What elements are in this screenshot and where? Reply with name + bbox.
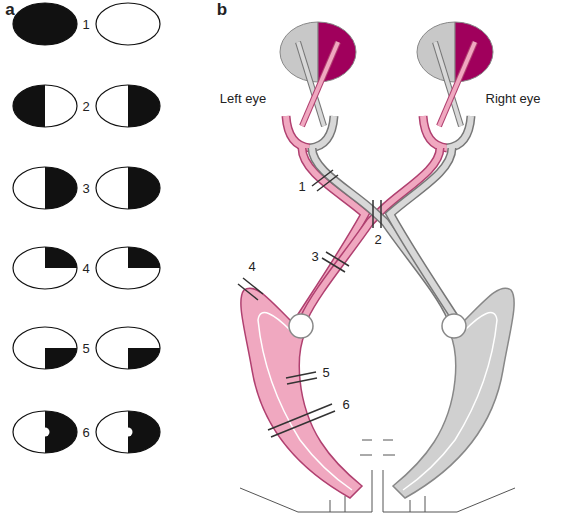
field-defect — [13, 85, 45, 127]
lesion-mark — [322, 252, 349, 272]
callout-number: 4 — [248, 259, 255, 274]
callout-number: 1 — [298, 179, 305, 194]
optic-fiber — [390, 148, 455, 318]
field-outline — [96, 411, 160, 453]
radiation-band — [241, 288, 362, 498]
field-defect — [128, 85, 160, 127]
field-outline — [13, 167, 77, 209]
visual-field — [96, 327, 160, 369]
geniculate-body — [289, 314, 313, 338]
lesion-mark — [312, 170, 338, 191]
field-oval — [13, 3, 77, 45]
retina — [286, 116, 310, 148]
callout-number: 5 — [322, 365, 329, 380]
light-ray — [302, 42, 338, 126]
optic-fiber — [312, 148, 451, 318]
radiation-divider — [258, 313, 352, 490]
field-oval — [96, 3, 160, 45]
optic-fiber — [390, 148, 455, 318]
callout-number: 6 — [82, 425, 89, 440]
macular-sparing — [124, 428, 133, 437]
field-outline — [96, 247, 160, 289]
callout-number: 2 — [374, 232, 381, 247]
visual-field — [96, 85, 160, 127]
callout-number: 5 — [82, 341, 89, 356]
radiation-band — [393, 288, 514, 498]
visual-field — [96, 167, 160, 209]
callout-number: 3 — [82, 181, 89, 196]
field-defect — [128, 167, 160, 209]
field-oval — [96, 411, 160, 453]
macular-sparing — [41, 428, 50, 437]
retina — [423, 116, 447, 148]
light-ray — [302, 42, 338, 126]
field-outline — [96, 3, 160, 45]
lesion-mark — [268, 404, 335, 437]
callout-number: 3 — [311, 249, 318, 264]
panel-letter: a — [5, 0, 14, 20]
radiation-divider — [403, 313, 497, 490]
field-oval — [13, 167, 77, 209]
callout-number: 6 — [342, 397, 349, 412]
field-oval — [13, 85, 77, 127]
field-defect — [45, 167, 77, 209]
eye-label: Left eye — [220, 91, 266, 106]
lesion-marks — [238, 170, 381, 437]
field-oval — [13, 247, 77, 289]
geniculate-body — [442, 314, 466, 338]
field-outline — [13, 411, 77, 453]
field-outline — [96, 85, 160, 127]
field-oval — [96, 247, 160, 289]
retina — [310, 116, 334, 148]
field-oval — [13, 327, 77, 369]
callout-number: 2 — [82, 99, 89, 114]
lesion-mark — [238, 278, 263, 300]
field-oval — [96, 167, 160, 209]
field-defect — [13, 3, 77, 45]
visual-field-panel — [13, 3, 160, 453]
cortex-sulcus — [330, 440, 425, 512]
field-outline — [13, 327, 77, 369]
light-ray — [439, 42, 475, 126]
field-oval — [96, 327, 160, 369]
visual-field — [13, 327, 77, 369]
retina — [447, 116, 471, 148]
eye-label: Right eye — [486, 91, 541, 106]
panel-letter: b — [217, 0, 227, 20]
visual-field — [13, 167, 77, 209]
field-outline — [96, 327, 160, 369]
field-defect — [45, 411, 77, 453]
lesion-mark — [286, 372, 317, 384]
cortex-outline — [240, 470, 515, 512]
field-outline — [13, 85, 77, 127]
field-oval — [13, 411, 77, 453]
field-defect — [128, 411, 160, 453]
field-oval — [96, 85, 160, 127]
optic-radiation — [241, 288, 362, 498]
light-ray — [439, 42, 475, 126]
callout-number: 4 — [82, 261, 89, 276]
visual-field — [13, 85, 77, 127]
visual-field — [13, 411, 77, 453]
field-outline — [13, 247, 77, 289]
retina — [286, 116, 310, 148]
visual-field — [96, 3, 160, 45]
field-outline — [96, 167, 160, 209]
field-outline — [13, 3, 77, 45]
retina — [310, 116, 334, 148]
visual-field — [96, 247, 160, 289]
optic-fiber — [312, 148, 451, 318]
lesion-mark — [373, 200, 381, 228]
callout-number: 1 — [82, 17, 89, 32]
retina — [423, 116, 447, 148]
retina — [447, 116, 471, 148]
visual-field — [96, 411, 160, 453]
optic-radiation — [393, 288, 514, 498]
visual-pathway — [238, 22, 515, 512]
visual-field — [13, 3, 77, 45]
visual-field — [13, 247, 77, 289]
